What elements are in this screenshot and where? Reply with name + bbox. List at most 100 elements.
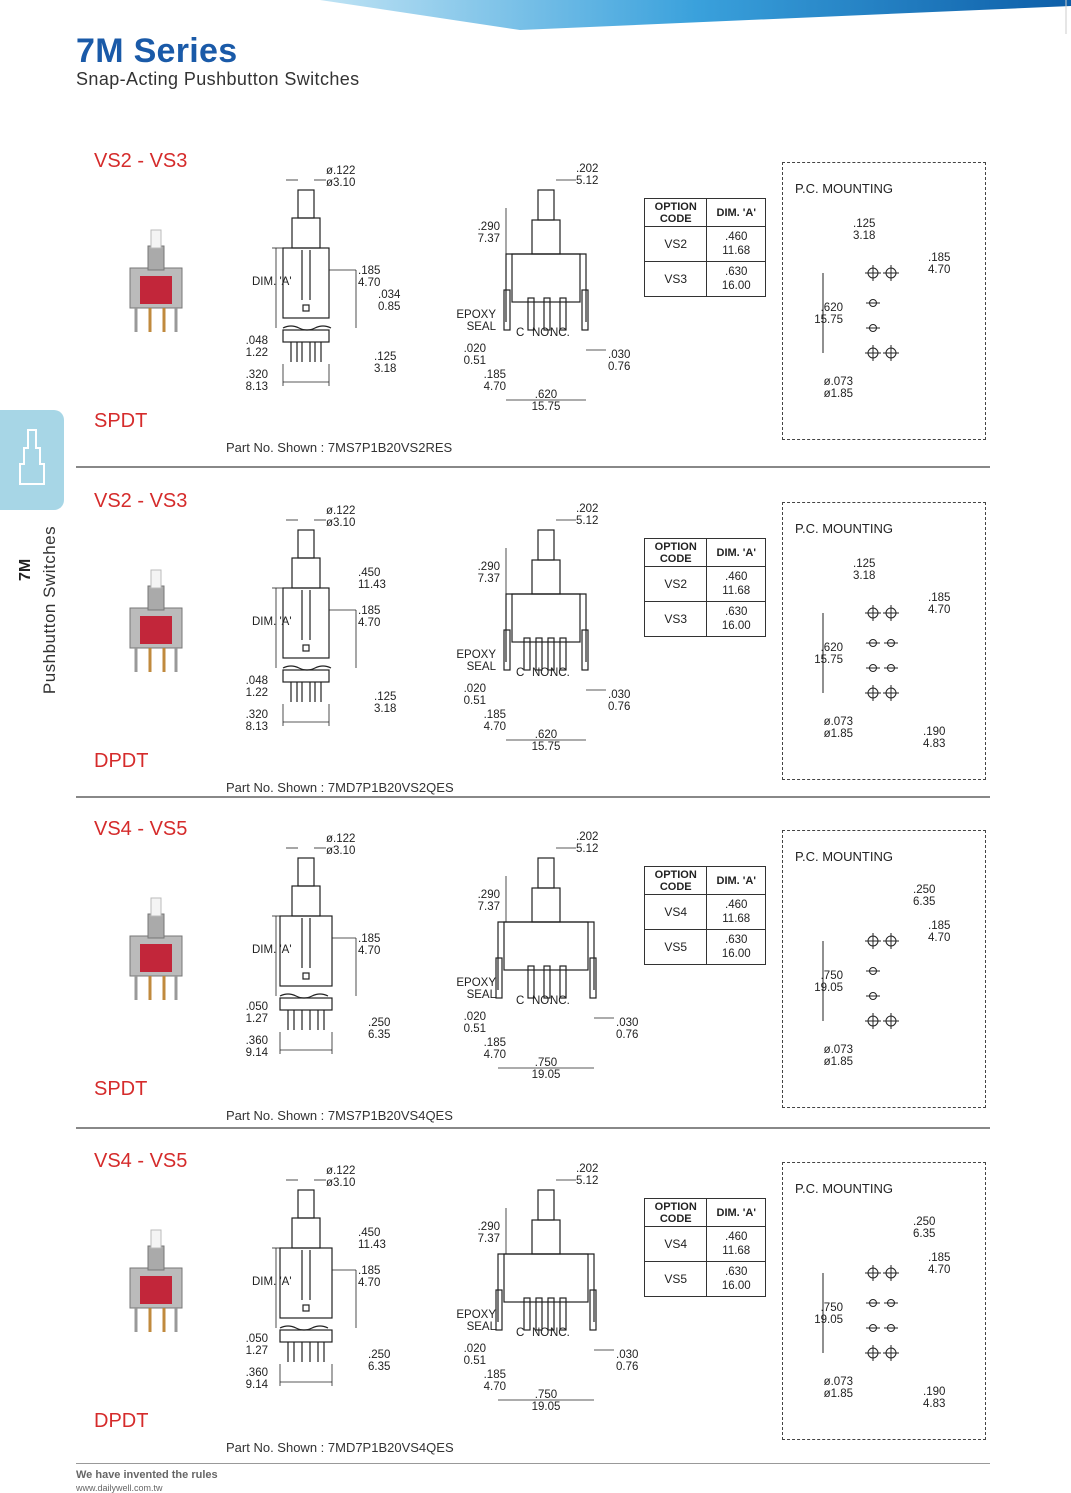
dim-label: 4.70 bbox=[928, 1264, 950, 1276]
dim-label: 19.05 bbox=[532, 1069, 561, 1081]
dim-label: 7.37 bbox=[478, 901, 500, 913]
dim-label: 4.70 bbox=[358, 617, 380, 629]
dim-label: .290 bbox=[478, 1221, 500, 1233]
dim-label: 1.22 bbox=[246, 347, 268, 359]
dim-label: 19.05 bbox=[814, 1314, 843, 1326]
part-number: Part No. Shown : 7MD7P1B20VS4QES bbox=[226, 1440, 454, 1455]
dim-label: 6.35 bbox=[368, 1029, 390, 1041]
dim-label: ø.122 bbox=[326, 1165, 355, 1177]
option-code: VS2 bbox=[643, 566, 708, 602]
page-title: 7M Series bbox=[76, 32, 238, 70]
dim-label: .030 bbox=[616, 1349, 638, 1361]
dim-label: 0.51 bbox=[464, 695, 486, 707]
dim-label: 7.37 bbox=[478, 573, 500, 585]
dim-label: 4.70 bbox=[484, 1049, 506, 1061]
pin-label-no: NO. bbox=[532, 1327, 552, 1339]
dim-label: SEAL bbox=[467, 1321, 497, 1333]
dim-label: .360 bbox=[246, 1367, 268, 1379]
dim-label: .020 bbox=[464, 683, 486, 695]
pole-type: DPDT bbox=[94, 750, 149, 772]
side-category-label: Pushbutton Switches bbox=[40, 525, 59, 695]
variant-range: VS2 - VS3 bbox=[94, 150, 188, 172]
product-photo bbox=[129, 1229, 183, 1332]
dim-label: ø1.85 bbox=[824, 1388, 853, 1400]
pc-mounting-drawing: .1253.18.1854.70.62015.75ø.073ø1.85.1904… bbox=[814, 558, 950, 750]
dim-label: .450 bbox=[358, 1227, 380, 1239]
dim-label: 7.37 bbox=[478, 1233, 500, 1245]
dim-label: .048 bbox=[246, 675, 268, 687]
dim-label: .185 bbox=[484, 1369, 506, 1381]
part-number: Part No. Shown : 7MS7P1B20VS4QES bbox=[226, 1108, 453, 1123]
pin-label-c: C bbox=[516, 667, 524, 679]
dim-label: 1.27 bbox=[246, 1013, 268, 1025]
dim-label: .185 bbox=[484, 369, 506, 381]
dim-label: .185 bbox=[358, 605, 380, 617]
dim-label: 0.76 bbox=[608, 701, 630, 713]
pole-type: SPDT bbox=[94, 1078, 148, 1100]
dim-label: .185 bbox=[358, 1265, 380, 1277]
pin-label-nc: NC. bbox=[550, 1327, 570, 1339]
dim-label: .125 bbox=[853, 218, 875, 230]
dim-label: 3.18 bbox=[853, 570, 875, 582]
pin-label-c: C bbox=[516, 995, 524, 1007]
dim-label: .030 bbox=[608, 349, 630, 361]
dim-label: .290 bbox=[478, 889, 500, 901]
dim-label: 0.51 bbox=[464, 1355, 486, 1367]
section-divider bbox=[76, 796, 990, 798]
dim-label: ø.122 bbox=[326, 833, 355, 845]
pin-label-c: C bbox=[516, 327, 524, 339]
dim-label: .750 bbox=[535, 1389, 557, 1401]
dim-label: SEAL bbox=[467, 989, 497, 1001]
dim-label: .050 bbox=[246, 1333, 268, 1345]
dim-label: .020 bbox=[464, 1343, 486, 1355]
side-series-code: 7M bbox=[17, 558, 34, 581]
dim-a-header: DIM. 'A' bbox=[706, 1198, 766, 1227]
dim-label: .750 bbox=[535, 1057, 557, 1069]
dim-label: DIM. 'A' bbox=[252, 944, 292, 956]
dim-label: .202 bbox=[576, 1163, 598, 1175]
dim-label: EPOXY bbox=[456, 309, 496, 321]
dim-label: 3.18 bbox=[374, 703, 396, 715]
dim-label: 0.76 bbox=[608, 361, 630, 373]
variant-range: VS4 - VS5 bbox=[94, 818, 188, 840]
product-photo bbox=[129, 229, 183, 332]
dim-label: .190 bbox=[923, 726, 945, 738]
dim-label: .185 bbox=[484, 709, 506, 721]
dim-label: 15.75 bbox=[814, 654, 843, 666]
dim-label: .185 bbox=[358, 933, 380, 945]
dim-label: .034 bbox=[378, 289, 401, 301]
dim-label: SEAL bbox=[467, 661, 497, 673]
option-code: VS3 bbox=[643, 601, 708, 637]
dim-label: ø.122 bbox=[326, 505, 355, 517]
pin-label-c: C bbox=[516, 1327, 524, 1339]
pin-label-no: NO. bbox=[532, 995, 552, 1007]
header-banner bbox=[320, 0, 1071, 34]
dim-label: ø1.85 bbox=[824, 1056, 853, 1068]
dim-label: ø.073 bbox=[824, 376, 853, 388]
dim-a-header: DIM. 'A' bbox=[706, 538, 766, 567]
dim-label: .202 bbox=[576, 831, 598, 843]
dim-label: .250 bbox=[913, 884, 935, 896]
dim-label: 11.43 bbox=[358, 579, 386, 591]
dim-label: SEAL bbox=[467, 321, 497, 333]
